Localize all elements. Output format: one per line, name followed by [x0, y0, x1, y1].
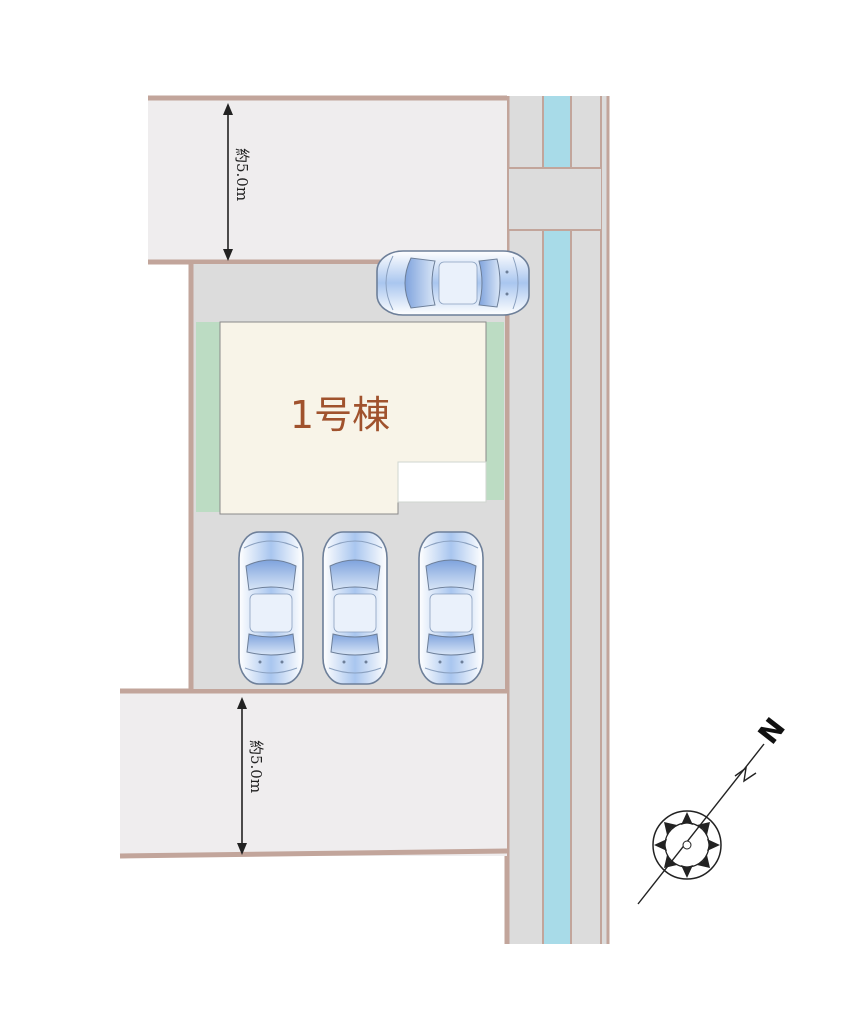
car-icon	[322, 531, 388, 685]
dimension-bottom: 約5.0m	[237, 697, 265, 855]
car-icon	[238, 531, 304, 685]
dimension-label-bottom: 約5.0m	[247, 740, 265, 793]
porch	[397, 461, 487, 503]
garden-strip-right	[486, 322, 504, 500]
bridge	[509, 168, 601, 230]
north-label: N	[752, 712, 792, 751]
car-icon	[418, 531, 484, 685]
garden-strip-left	[196, 322, 220, 512]
waterway	[543, 96, 571, 944]
dimension-top: 約5.0m	[223, 103, 251, 261]
neighbor-plot-top	[148, 95, 507, 265]
building-label: 1号棟	[290, 393, 390, 437]
car-icon	[376, 250, 530, 316]
road-strip	[504, 96, 610, 944]
neighbor-plot-bottom	[119, 688, 508, 859]
dimension-label-top: 約5.0m	[233, 148, 251, 201]
north-arrow-icon: N	[637, 712, 792, 905]
